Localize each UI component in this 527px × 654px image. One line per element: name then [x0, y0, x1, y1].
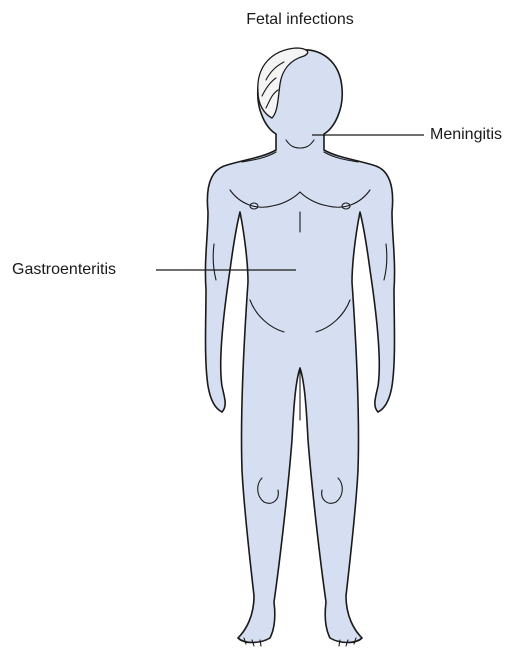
body-outline [205, 50, 394, 643]
meningitis-label: Meningitis [430, 127, 502, 143]
gastroenteritis-label: Gastroenteritis [12, 262, 116, 278]
